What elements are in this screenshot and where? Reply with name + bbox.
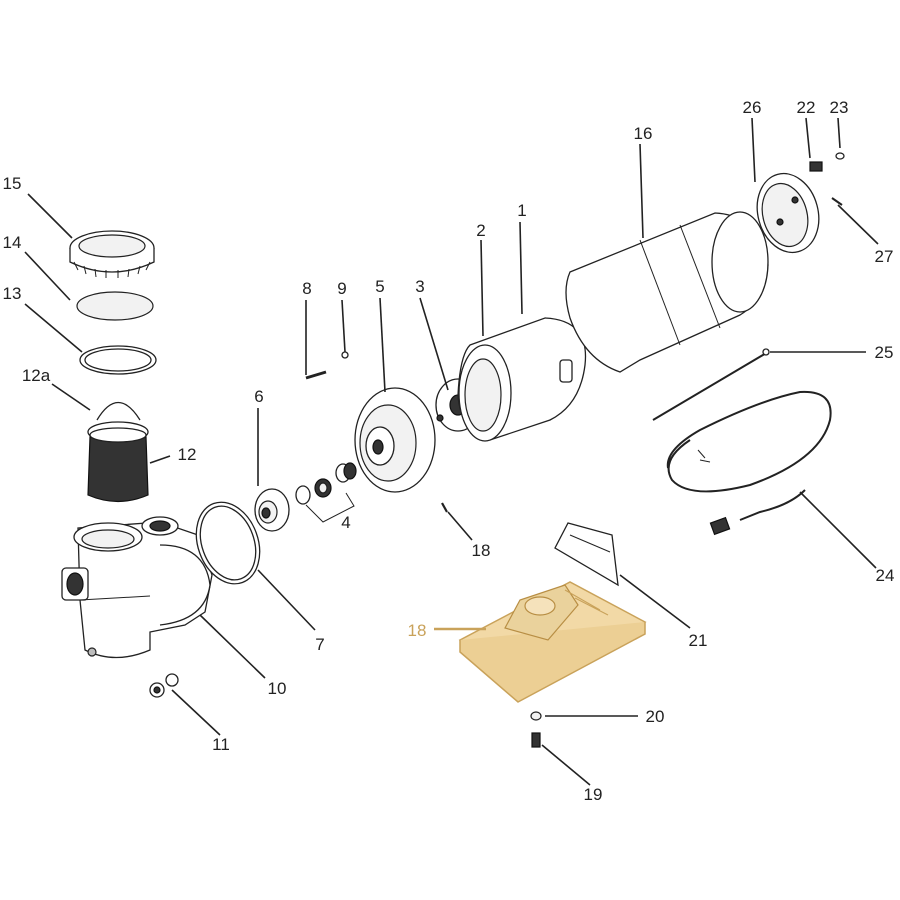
callout-11: 11 xyxy=(212,735,230,754)
callout-9: 9 xyxy=(337,279,346,298)
callout-24: 24 xyxy=(876,566,895,585)
callout-16: 16 xyxy=(634,124,653,143)
strainer-lid-part xyxy=(76,291,154,321)
callout-labels: 1 2 3 4 5 6 7 8 9 10 11 12 12a 13 14 15 … xyxy=(3,98,895,804)
strainer-basket-part xyxy=(87,402,149,503)
bolt-part xyxy=(305,370,327,380)
callout-13: 13 xyxy=(3,284,22,303)
leader-lines xyxy=(24,117,879,786)
callout-10: 10 xyxy=(268,679,287,698)
motor-part xyxy=(457,317,587,442)
connector-nut-part xyxy=(835,152,845,160)
locking-ring-part xyxy=(69,230,155,278)
callout-23: 23 xyxy=(830,98,849,117)
mounting-foot-part xyxy=(554,522,619,587)
lid-o-ring-part xyxy=(79,345,157,375)
callout-12: 12 xyxy=(178,445,197,464)
callout-21: 21 xyxy=(689,631,708,650)
callout-5: 5 xyxy=(375,277,384,296)
motor-cover-part xyxy=(565,211,769,373)
washer-part xyxy=(341,351,349,359)
callout-7: 7 xyxy=(315,635,324,654)
tie-rod-part xyxy=(652,348,770,421)
cable-connector-part xyxy=(809,161,823,172)
callout-3: 3 xyxy=(415,277,424,296)
callout-18-screw: 18 xyxy=(472,541,491,560)
callout-25: 25 xyxy=(875,343,894,362)
seal-plate-part xyxy=(354,387,436,493)
shaft-seal-part xyxy=(295,462,357,523)
callout-20: 20 xyxy=(646,707,665,726)
end-cap-screw-part xyxy=(831,197,843,206)
housing-gasket-part xyxy=(195,501,261,585)
callout-2: 2 xyxy=(476,221,485,240)
callout-14: 14 xyxy=(3,233,22,252)
callout-6: 6 xyxy=(254,387,263,406)
motor-base-part-highlighted xyxy=(458,581,647,703)
callout-18-base: 18 xyxy=(408,621,427,640)
base-nut-part xyxy=(530,711,542,721)
callout-1: 1 xyxy=(517,201,526,220)
diffuser-part xyxy=(254,488,290,532)
callout-22: 22 xyxy=(797,98,816,117)
callout-4: 4 xyxy=(341,513,350,532)
screw-part xyxy=(441,502,448,513)
callout-27: 27 xyxy=(875,247,894,266)
drain-plug-part xyxy=(149,673,179,698)
rear-end-cap-part xyxy=(756,172,820,254)
callout-19: 19 xyxy=(584,785,603,804)
pump-housing-part xyxy=(61,516,213,659)
power-cord-part xyxy=(666,390,832,536)
callout-8: 8 xyxy=(302,279,311,298)
callout-12a: 12a xyxy=(22,366,51,385)
callout-15: 15 xyxy=(3,174,22,193)
callout-26: 26 xyxy=(743,98,762,117)
base-bolt-part xyxy=(531,732,541,748)
